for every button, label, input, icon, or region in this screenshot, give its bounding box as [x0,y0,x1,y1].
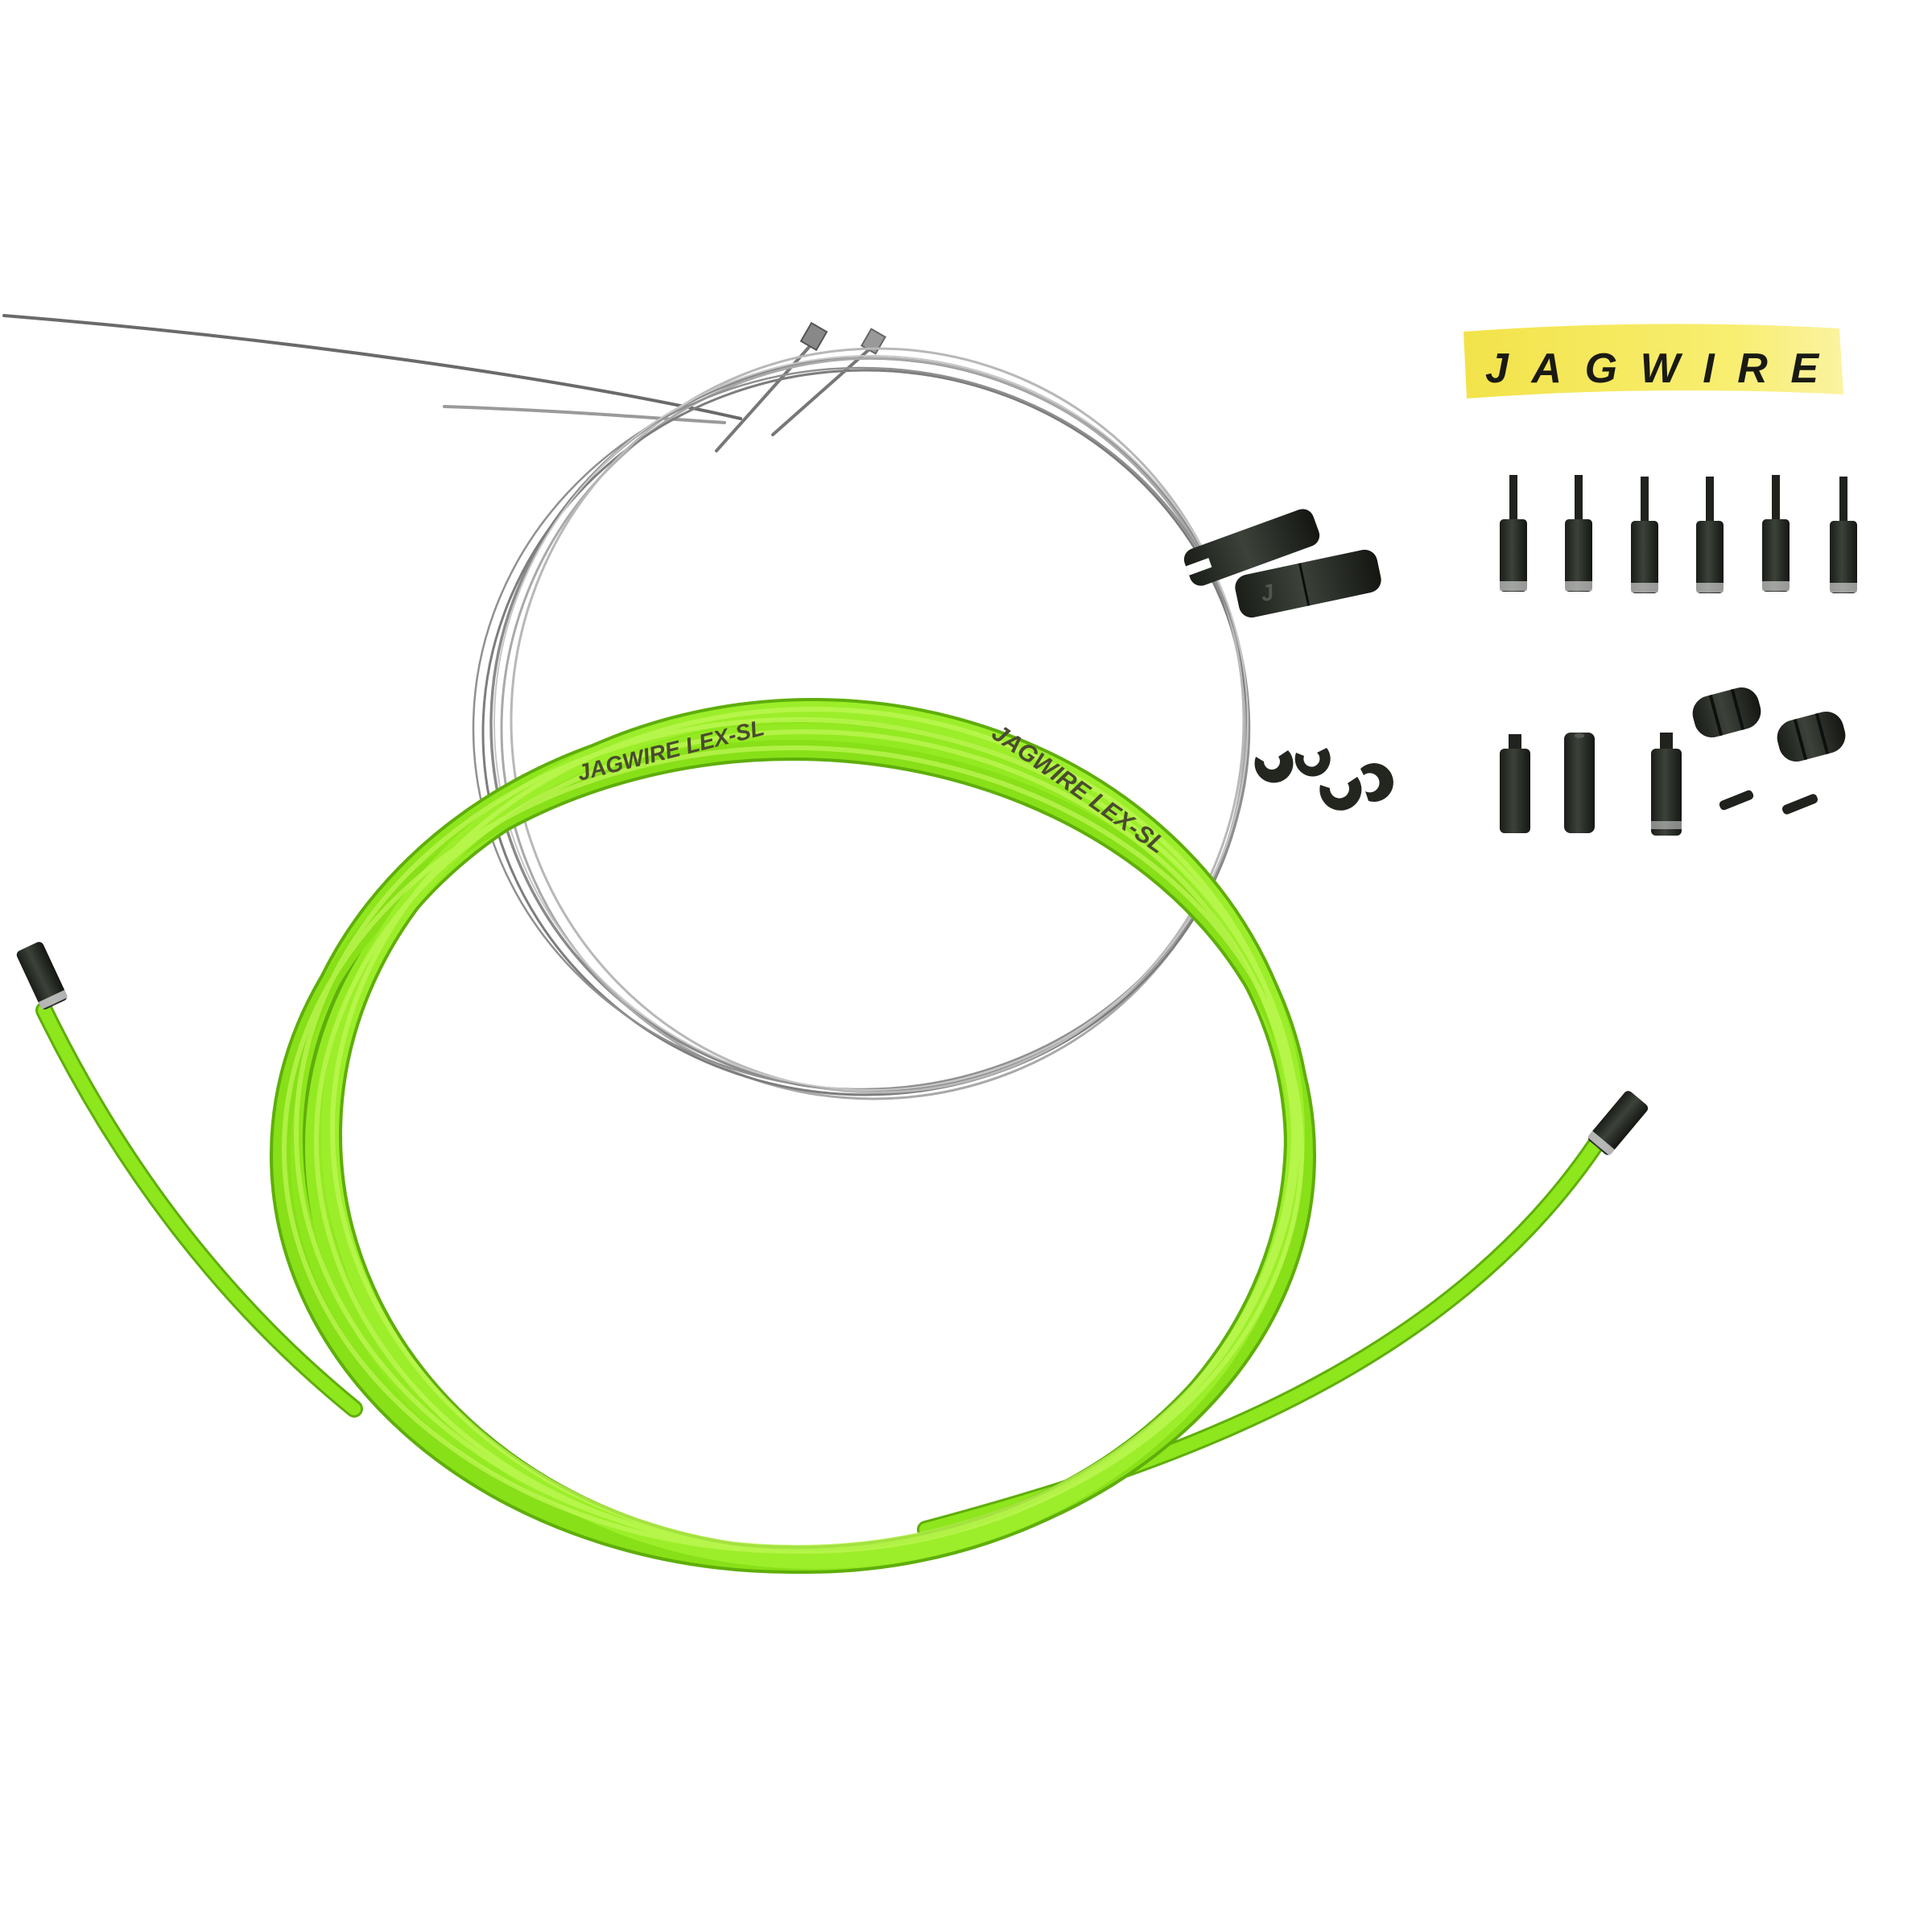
jagwire-decal: JAGWIRE [1463,324,1843,398]
tip-ferrules [1500,475,1857,593]
open-ferrules [1500,733,1682,836]
frame-donuts [1692,687,1846,762]
end-crimp [1719,790,1754,811]
housing-connector: J [1235,549,1381,618]
frame-donut [1692,687,1761,738]
inner-wire-tail-long [2,314,742,420]
open-ferrule [1651,733,1682,836]
tip-ferrule [1631,477,1658,593]
open-ferrule [1500,734,1530,833]
inner-wire-tail-short [443,405,726,424]
tip-ferrule [1500,475,1527,592]
tip-ferrule [1762,475,1790,592]
housing-connector [1183,509,1320,586]
tip-ferrule [1565,475,1592,592]
frame-donut [1777,711,1846,762]
housing-end-cap-left [16,942,68,1010]
barrel-end-icon [799,321,828,352]
decal-logo-text: JAGWIRE [1485,345,1823,392]
tip-ferrule [1696,477,1724,593]
o-rings [1254,748,1393,811]
tip-ferrule [1830,477,1857,593]
inner-wire-coil [2,314,1251,1100]
end-crimp [1781,794,1818,815]
open-ferrule [1564,733,1595,833]
housing-end-cap-right [1587,1091,1649,1156]
green-housing-coil: JAGWIRE LEX-SL JAGWIRE LEX-SL [35,698,1611,1574]
end-crimps [1719,790,1818,815]
barrel-end-icon [860,328,887,355]
